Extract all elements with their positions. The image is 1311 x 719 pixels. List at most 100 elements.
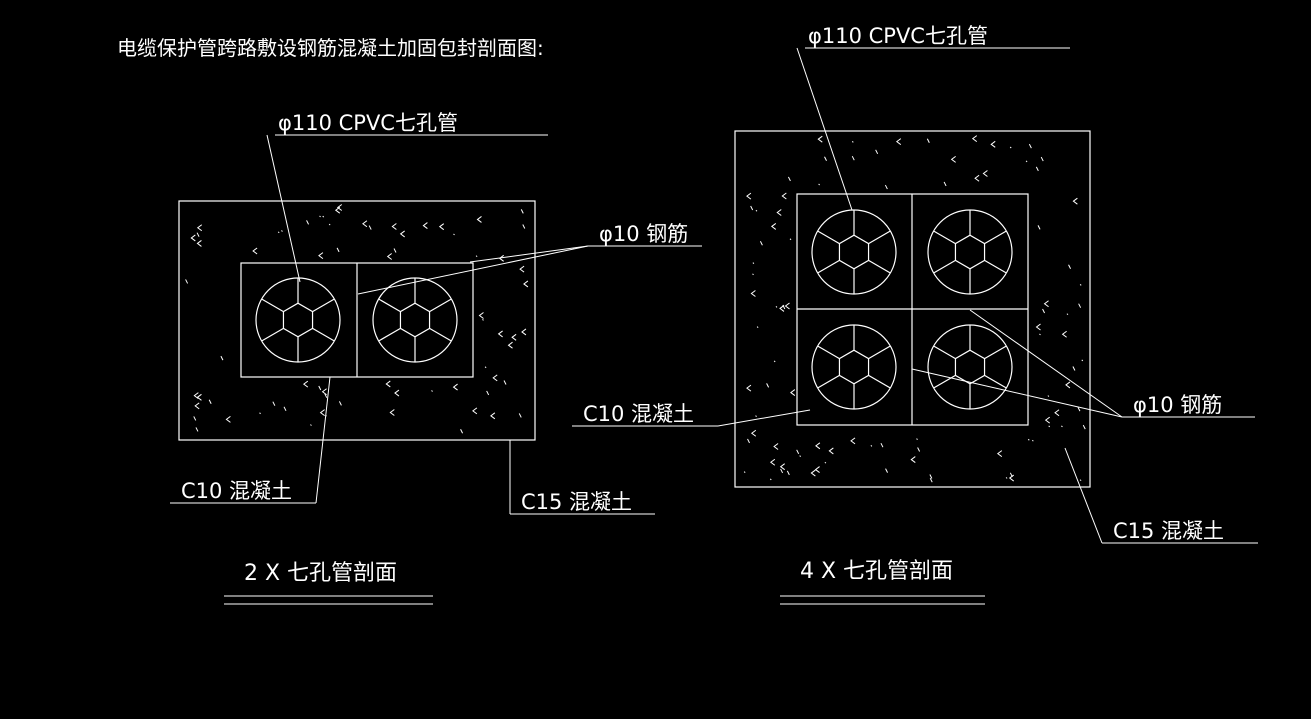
concrete-speckle <box>784 302 790 310</box>
concrete-speckle <box>318 385 322 391</box>
concrete-speckle <box>1081 359 1084 362</box>
concrete-speckle <box>1037 225 1041 230</box>
concrete-speckle <box>518 413 522 418</box>
concrete-speckle <box>259 412 261 415</box>
left-rebar-label: φ10 钢筋 <box>599 222 688 246</box>
right-pipe-4 <box>927 324 1013 410</box>
concrete-speckle <box>773 443 779 450</box>
concrete-speckle <box>875 149 879 155</box>
concrete-speckle <box>750 205 754 211</box>
pipe-inner-hexagon <box>838 234 870 270</box>
concrete-speckle <box>880 442 884 448</box>
concrete-speckle <box>775 305 778 308</box>
pipe-spoke <box>933 374 956 389</box>
concrete-speckle <box>1077 406 1081 412</box>
concrete-speckle <box>747 438 750 444</box>
right-rebar-leader-a <box>969 309 1123 418</box>
concrete-speckle <box>1027 438 1030 441</box>
left-rebar-leader-a <box>469 245 589 263</box>
concrete-speckle <box>391 223 397 230</box>
pipe-inner-hexagon <box>282 302 314 338</box>
concrete-speckle <box>319 409 325 416</box>
right-c15-leader <box>1064 447 1103 544</box>
concrete-speckle <box>779 463 785 471</box>
concrete-speckle <box>743 471 746 474</box>
right-section: φ110 CPVC七孔管 φ10 钢筋 C10 混凝土 C15 混凝土 4 X … <box>572 24 1258 605</box>
concrete-speckle <box>1043 300 1049 308</box>
concrete-speckle <box>780 468 784 474</box>
left-c15-label: C15 混凝土 <box>521 490 632 514</box>
concrete-speckle <box>302 380 309 388</box>
concrete-speckle <box>950 156 956 163</box>
concrete-speckle <box>824 156 827 161</box>
concrete-speckle <box>195 427 199 432</box>
concrete-speckle <box>318 252 324 259</box>
concrete-speckle <box>475 255 478 258</box>
concrete-speckle <box>338 401 342 406</box>
concrete-speckle <box>1005 477 1008 479</box>
concrete-speckle <box>484 366 487 369</box>
left-caption: 2 X 七孔管剖面 <box>244 561 397 586</box>
concrete-speckle <box>759 241 763 246</box>
concrete-speckle <box>773 360 776 363</box>
concrete-speckle <box>1079 479 1082 482</box>
right-pipe-3 <box>811 324 897 410</box>
concrete-speckle <box>478 312 484 319</box>
pipe-spoke <box>817 259 840 274</box>
concrete-speckle <box>818 183 820 186</box>
concrete-speckle <box>926 138 930 143</box>
concrete-speckle <box>438 223 445 231</box>
pipe-spoke <box>817 374 840 389</box>
concrete-speckle <box>523 280 529 288</box>
concrete-speckle <box>1048 425 1051 428</box>
pipe-inner-hexagon <box>954 349 986 385</box>
right-pipe-group <box>811 209 1013 410</box>
concrete-speckle <box>322 215 325 218</box>
pipe-spoke <box>312 298 335 313</box>
concrete-speckle <box>306 220 310 225</box>
pipe-spoke <box>429 298 452 313</box>
concrete-speckle <box>1040 156 1044 162</box>
right-rebar-label: φ10 钢筋 <box>1133 393 1222 417</box>
concrete-speckle <box>1079 283 1082 286</box>
pipe-spoke <box>817 230 840 245</box>
pipe-spoke <box>984 374 1007 389</box>
concrete-speckle <box>503 380 507 385</box>
pipe-inner-hexagon <box>838 349 870 385</box>
concrete-speckle <box>336 247 340 253</box>
pipe-spoke <box>868 230 891 245</box>
concrete-speckle <box>752 262 755 265</box>
concrete-speckle <box>472 407 478 415</box>
concrete-speckle <box>196 232 200 237</box>
pipe-inner-hexagon <box>954 234 986 270</box>
right-concrete-hatch <box>743 135 1086 483</box>
concrete-speckle <box>916 438 918 440</box>
concrete-speckle <box>492 374 498 382</box>
right-pipe-1 <box>811 209 897 295</box>
concrete-speckle <box>193 392 199 400</box>
left-concrete-hatch <box>185 204 529 434</box>
concrete-speckle <box>196 240 202 247</box>
right-rebar-leader-b <box>911 368 1123 418</box>
concrete-speckle <box>1028 143 1032 149</box>
concrete-speckle <box>781 192 787 200</box>
right-pipe-leader <box>796 47 853 211</box>
pipe-spoke <box>933 259 956 274</box>
concrete-speckle <box>490 412 496 420</box>
concrete-speckle <box>770 223 777 230</box>
right-outer-c15-box <box>734 130 1091 488</box>
concrete-speckle <box>507 341 513 349</box>
concrete-speckle <box>1039 333 1041 336</box>
concrete-speckle <box>990 140 996 148</box>
concrete-speckle <box>828 447 834 455</box>
concrete-speckle <box>431 390 433 392</box>
concrete-speckle <box>790 389 796 396</box>
concrete-speckle <box>982 170 988 177</box>
concrete-speckle <box>769 478 772 481</box>
right-c10-leader <box>717 409 811 427</box>
left-pipe-leader <box>266 134 301 283</box>
concrete-speckle <box>460 428 464 434</box>
concrete-speckle <box>870 445 873 447</box>
concrete-speckle <box>220 355 224 361</box>
pipe-spoke <box>261 327 284 342</box>
